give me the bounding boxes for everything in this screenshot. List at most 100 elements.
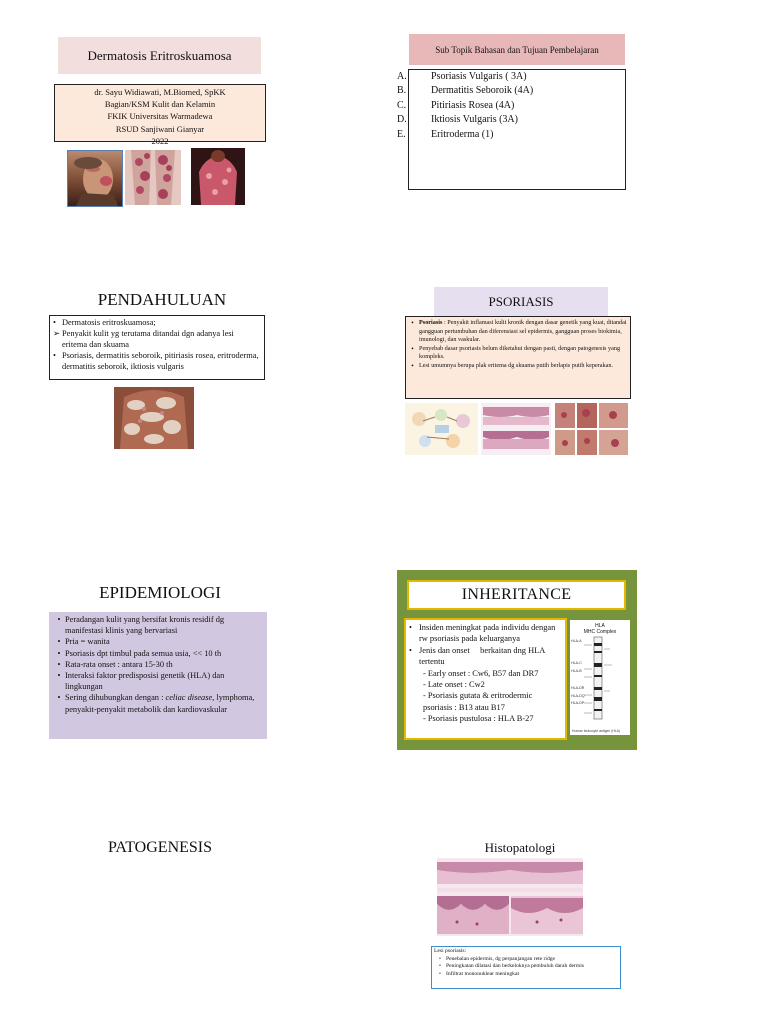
topic-letter: C.	[397, 100, 407, 111]
bullet-text-continued: , lymphoma, penyakit-penyakit metabolik …	[65, 693, 255, 714]
bullet-item: • Penyebab dasar psoriasis belum diketah…	[406, 345, 627, 362]
bullet-item: • Pria = wanita	[53, 636, 263, 647]
bullet-mark: •	[57, 648, 61, 658]
bullet-text: Penebalan epidermis, dg perpanjangan ret…	[446, 955, 556, 962]
bullet-text: Rata-rata onset : antara 15-30 th	[65, 659, 173, 669]
bullet-mark: •	[439, 963, 441, 970]
bullet-mark: •	[53, 318, 56, 327]
chromosome-graphic	[584, 636, 612, 720]
bullet-text: Psoriasis dpt timbul pada semua usia, <<…	[65, 648, 222, 658]
bullet-item: • Insiden meningkat pada individu dengan …	[409, 622, 562, 645]
bullet-mark: •	[411, 361, 414, 370]
bullet-mark: •	[57, 659, 61, 669]
bullet-mark: •	[411, 344, 414, 353]
topic-item: C. Pitiriasis Rosea (4A)	[397, 99, 514, 113]
topics-box	[408, 69, 626, 190]
bullet-text: Pria = wanita	[65, 637, 110, 647]
bullet-item: •Interaksi faktor predisposisi genetik (…	[53, 670, 263, 692]
author-line: 2022	[151, 135, 169, 146]
author-line: Bagian/KSM Kulit dan Kelamin	[104, 99, 216, 110]
bullet-item: • Psoriasis : Penyakit inflamasi kulit k…	[406, 319, 627, 345]
sub-item: - Psoriasis pustulosa : HLA B-27	[423, 714, 534, 724]
inheritance-text-box: • Insiden meningkat pada individu dengan …	[404, 618, 567, 740]
arrow-bullet-mark: ➢	[53, 329, 61, 338]
bullet-item: ➢ Penyakit kulit yg terutama ditandai dg…	[53, 328, 261, 350]
slide4-title-text: PSORIASIS	[488, 293, 554, 309]
bullet-item: • Sering dihubungkan dengan : celiac dise…	[53, 692, 263, 714]
bullet-text: : Penyakit inflamasi kulit kronik dengan…	[419, 319, 627, 344]
bullet-text: Insiden meningkat pada individu dengan r…	[419, 623, 556, 644]
topic-letter: A.	[397, 71, 407, 82]
topic-item: B.Dermatitis Seboroik (4A)	[397, 84, 533, 98]
bullet-item: • Infiltrat mononuklear meningkat	[434, 971, 618, 979]
topic-item: D.Iktiosis Vulgaris (3A)	[397, 113, 518, 127]
bullet-text: Lesi umumnya berupa plak eritema dg skua…	[419, 361, 613, 369]
bullet-italic-term: celiac disease	[165, 693, 213, 703]
hla-label: HLA-C	[571, 661, 582, 666]
hla-figure-caption: Human leukocyte antigen (HLA)	[572, 729, 621, 733]
bullet-mark: •	[409, 623, 412, 632]
bullet-mark: •	[409, 645, 412, 655]
bullet-item: • Peningkatan dilatasi dan berkeloknya pe…	[434, 963, 618, 971]
author-line: dr. Sayu Widiawati, M.Biomed, SpKK	[94, 87, 226, 97]
back-psoriasis-photo	[114, 387, 194, 449]
hla-complex-figure: HLA MHC Complex HLA-A HLA-C HLA-B HLA-DR…	[570, 620, 630, 735]
sub-item: - Psoriasis gutata & eritrodermic psoria…	[423, 691, 533, 712]
topic-item: E.Eritroderma (1)	[397, 128, 493, 142]
bullet-text: Peningkatan dilatasi dan berkeloknya pem…	[446, 963, 584, 970]
bullet-item: • Psoriasis dpt timbul pada semua usia, <…	[53, 648, 263, 659]
bullet-mark: •	[411, 319, 414, 327]
hla-label: HLA-A	[571, 639, 582, 643]
bullet-mark: •	[57, 693, 61, 703]
bullet-item: • Psoriasis, dermatitis seboroik, pitiri…	[53, 350, 261, 372]
hla-label: HLA-DR	[571, 686, 585, 691]
sub-item: - Late onset : Cw2	[423, 680, 485, 690]
bullet-text: Penyebab dasar psoriasis belum diketahui…	[419, 344, 621, 361]
hla-label: HLA-DP	[571, 701, 585, 706]
hla-figure-subtitle: MHC Complex	[583, 629, 617, 635]
bullet-item: • Penebalan epidermis, dg perpanjangan re…	[434, 956, 618, 964]
author-line: RSUD Sanjiwani Gianyar	[115, 123, 205, 134]
face-lesion-photo	[67, 150, 123, 207]
bullet-mark: •	[53, 351, 56, 360]
topic-text: Pitiriasis Rosea (4A)	[431, 100, 515, 111]
slide6-title: INHERITANCE	[407, 580, 626, 610]
slide2-title: Sub Topik Bahasan dan Tujuan Pembelajara…	[409, 34, 625, 65]
intro-box: • Dermatosis eritroskuamosa; ➢ Penyakit …	[49, 315, 265, 380]
findings-heading: Lesi psoriasis:	[434, 948, 467, 954]
topic-text: Psoriasis Vulgaris ( 3A)	[431, 71, 527, 82]
hla-label: HLA-DQ	[571, 693, 585, 698]
bullet-mark: •	[439, 970, 441, 977]
back-lesion-photo	[191, 148, 245, 205]
topic-letter: B.	[397, 85, 407, 96]
author-info-box: dr. Sayu Widiawati, M.Biomed, SpKK Bagia…	[54, 84, 266, 146]
bullet-text: Dermatosis eritroskuamosa;	[62, 318, 156, 327]
slide3-title: PENDAHULUAN	[97, 290, 227, 309]
slide4-title: PSORIASIS	[434, 287, 608, 316]
topic-letter: E.	[397, 129, 406, 140]
topic-item: A. Psoriasis Vulgaris ( 3A)	[397, 70, 527, 84]
epidemiology-box: •Peradangan kulit yang bersifat kronis r…	[49, 612, 267, 739]
histopathology-image	[437, 858, 583, 936]
bullet-mark: •	[439, 955, 441, 962]
bullet-item: •Jenis dan onset berkaitan dng HLA terte…	[409, 645, 562, 668]
psoriasis-definition-box: • Psoriasis : Penyakit inflamasi kulit k…	[405, 316, 631, 399]
skin-histology-images	[481, 403, 551, 455]
hla-figure-title: HLA	[595, 623, 605, 629]
bullet-mark: •	[57, 637, 61, 647]
slide2-title-text: Sub Topik Bahasan dan Tujuan Pembelajara…	[435, 44, 599, 55]
bullet-bold-term: Psoriasis	[419, 319, 443, 326]
slide6-title-text: INHERITANCE	[461, 586, 572, 603]
bullet-item: • Lesi umumnya berupa plak eritema dg sk…	[406, 362, 627, 371]
bullet-text: Infiltrat mononuklear meningkat	[446, 970, 520, 977]
bullet-item: • Rata-rata onset : antara 15-30 th	[53, 659, 263, 670]
bullet-text: Psoriasis, dermatitis seboroik, pitirias…	[62, 351, 259, 371]
slide7-title: PATOGENESIS	[107, 839, 213, 856]
sub-item: - Early onset : Cw6, B57 dan DR7	[423, 668, 539, 678]
slide1-title-text: Dermatosis Eritroskuamosa	[87, 47, 232, 63]
topic-letter: D.	[397, 114, 407, 125]
bullet-mark: •	[57, 615, 61, 624]
bullet-item: • Dermatosis eritroskuamosa;	[53, 317, 261, 328]
bullet-text: Interaksi faktor predisposisi genetik (H…	[65, 671, 225, 692]
bullet-text: Sering dihubungkan dengan :	[65, 693, 166, 703]
